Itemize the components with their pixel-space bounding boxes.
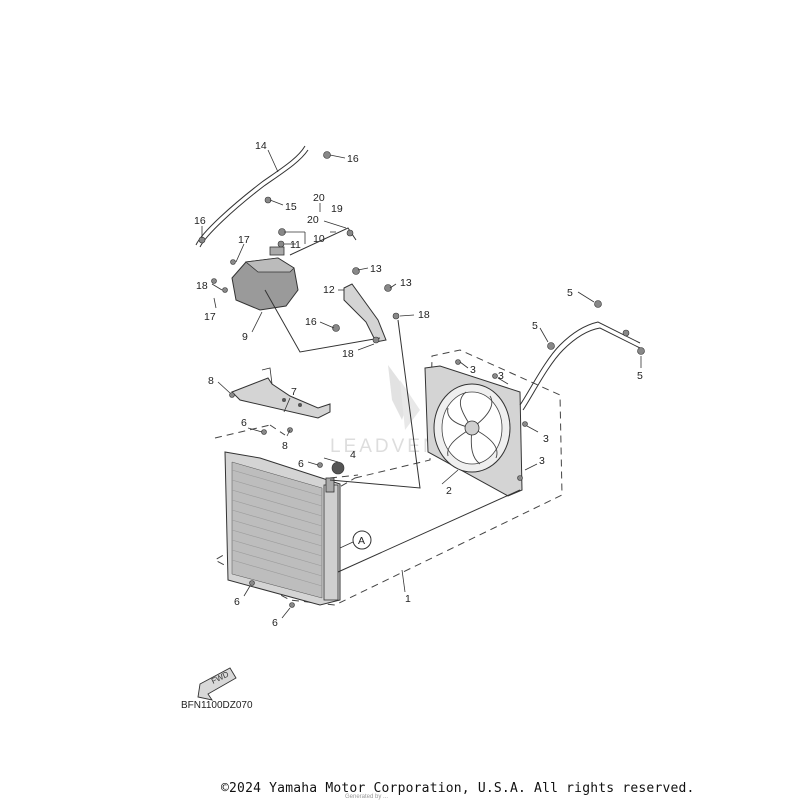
callout-13: 13 — [400, 277, 412, 289]
callout-17: 17 — [238, 234, 250, 246]
callout-5: 5 — [637, 370, 643, 382]
callout-12: 12 — [323, 284, 335, 296]
hoses — [195, 145, 641, 573]
assembly-outline-inner — [329, 474, 359, 479]
radiator — [224, 451, 341, 606]
watermark: LEADVENT — [330, 365, 454, 457]
callouts: 14 16 15 16 20 19 20 10 11 17 18 17 9 13… — [194, 140, 643, 629]
callout-8: 8 — [208, 375, 214, 387]
callout-18: 18 — [196, 280, 208, 292]
callout-5: 5 — [567, 287, 573, 299]
fwd-arrow: FWD — [197, 667, 237, 701]
ref-label: A — [358, 535, 365, 547]
callout-16: 16 — [194, 215, 206, 227]
callout-20: 20 — [307, 214, 319, 226]
diagram-code: BFN1100DZ070 — [181, 700, 253, 711]
callout-19: 19 — [331, 203, 343, 215]
fan-shroud — [424, 365, 523, 497]
callout-11: 11 — [290, 239, 301, 251]
callout-18: 18 — [342, 348, 354, 360]
callout-6: 6 — [234, 596, 240, 608]
copyright-notice: ©2024 Yamaha Motor Corporation, U.S.A. A… — [221, 781, 695, 796]
callout-1: 1 — [405, 593, 411, 605]
watermark-text: LEADVENT — [330, 436, 454, 457]
callout-17: 17 — [204, 311, 216, 323]
callout-8: 8 — [282, 440, 288, 452]
callout-3: 3 — [539, 455, 545, 467]
callout-6: 6 — [272, 617, 278, 629]
callout-13: 13 — [370, 263, 382, 275]
leader-lines — [201, 149, 642, 619]
callout-16: 16 — [347, 153, 359, 165]
callout-10: 10 — [313, 233, 325, 245]
callout-18: 18 — [418, 309, 430, 321]
fasteners — [198, 151, 645, 608]
fine-print: Generated by ... — [345, 794, 389, 800]
callout-15: 15 — [285, 201, 297, 213]
callout-3: 3 — [543, 433, 549, 445]
callout-16: 16 — [305, 316, 317, 328]
callout-3: 3 — [498, 370, 504, 382]
callout-2: 2 — [446, 485, 452, 497]
callout-6: 6 — [298, 458, 304, 470]
callout-4: 4 — [350, 449, 356, 461]
callout-5: 5 — [532, 320, 538, 332]
callout-3: 3 — [470, 364, 476, 376]
reservoir-tank — [231, 246, 299, 311]
callout-14: 14 — [255, 140, 267, 152]
callout-20: 20 — [313, 192, 325, 204]
reference-marker-a: A — [339, 530, 372, 550]
tank-bracket — [343, 283, 387, 343]
callout-7: 7 — [291, 386, 297, 398]
callout-9: 9 — [242, 331, 248, 343]
callout-6: 6 — [241, 417, 247, 429]
bracket — [231, 367, 331, 419]
